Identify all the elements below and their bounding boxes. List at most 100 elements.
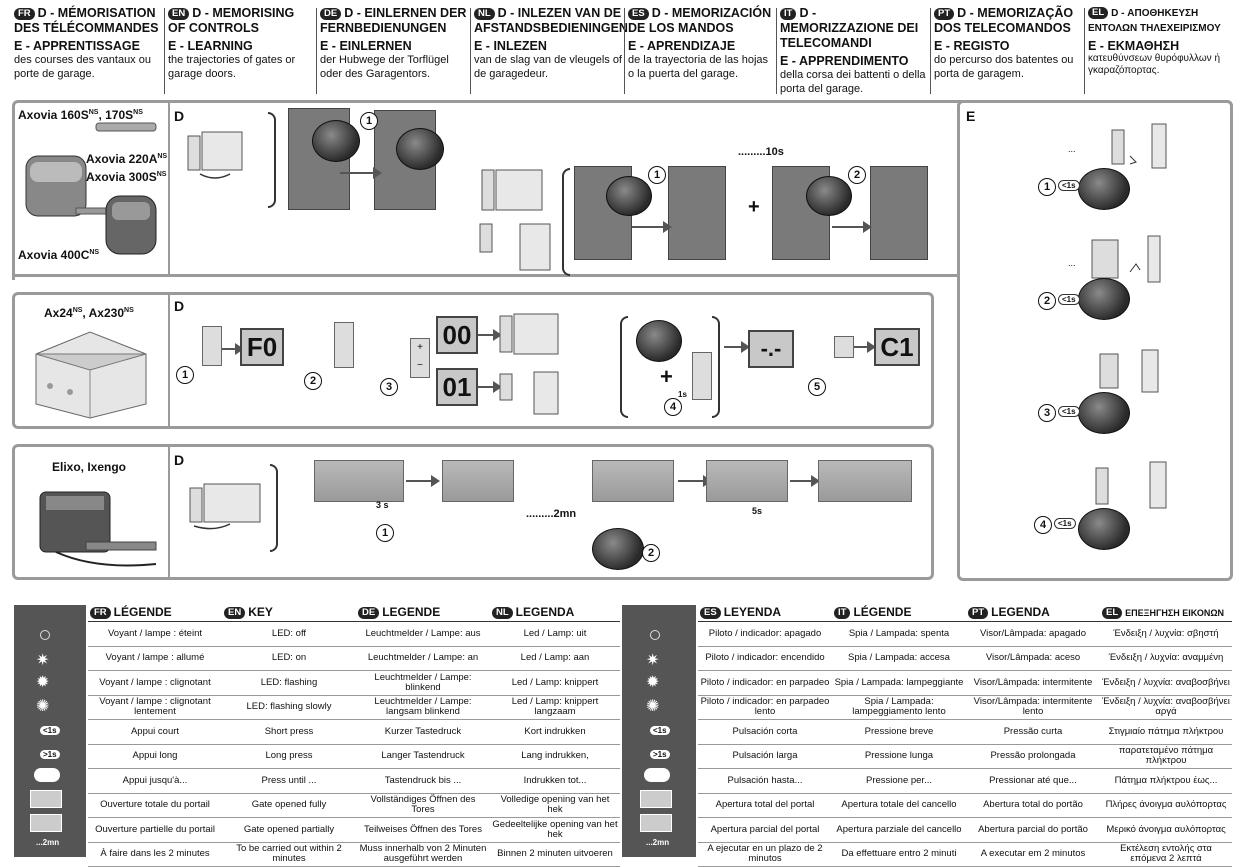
table-cell: Kort indrukken bbox=[490, 719, 620, 745]
remote-control-icon bbox=[592, 528, 644, 570]
lang-tag-it: IT bbox=[780, 8, 797, 20]
table-cell: Leuchtmelder / Lampe: an bbox=[356, 646, 490, 671]
brace bbox=[712, 316, 720, 418]
legend-header: LEYENDA bbox=[723, 605, 782, 619]
table-cell: Voyant / lampe : clignotant bbox=[88, 670, 222, 696]
table-row: Pulsación hasta...Pressione per...Pressi… bbox=[698, 768, 1232, 794]
header-d-title-it: D - MEMORIZZAZIONE DEI TELECOMANDI bbox=[780, 6, 919, 50]
product-axovia-160-170: Axovia 160SNS, 170SNS bbox=[18, 108, 143, 122]
table-cell: Pressione breve bbox=[832, 719, 966, 745]
plus-sign: + bbox=[748, 196, 760, 218]
arrow-icon bbox=[340, 167, 382, 179]
table-cell: Visor/Lâmpada: intermitente bbox=[966, 670, 1100, 696]
plus-minus-button-icon: +− bbox=[410, 338, 430, 378]
header-divider bbox=[930, 8, 931, 94]
header-e-title-es: E - APRENDIZAJE bbox=[628, 39, 736, 53]
gate-fully-open-icon bbox=[640, 790, 672, 808]
gate-closing-icon bbox=[1111, 123, 1167, 169]
section-e-label: E bbox=[966, 108, 976, 124]
table-cell: Led / Lamp: knippert langzaam bbox=[490, 695, 620, 720]
table-cell: Piloto / indicador: en parpadeo lento bbox=[698, 695, 832, 720]
control-board bbox=[818, 460, 912, 502]
elixo-divider bbox=[168, 447, 170, 577]
table-cell: Spia / Lampada: accesa bbox=[832, 646, 966, 671]
short-press-icon: <1s bbox=[40, 726, 60, 735]
table-cell: Lang indrukken, bbox=[490, 744, 620, 769]
table-cell: Pulsación corta bbox=[698, 719, 832, 745]
table-cell: Ένδειξη / λυχνία: αναμμένη bbox=[1100, 646, 1232, 671]
press-less-1s: <1s bbox=[1058, 294, 1080, 305]
press-1s-label: 1s bbox=[678, 390, 687, 399]
table-cell: Gate opened partially bbox=[222, 817, 356, 843]
table-cell: Press until ... bbox=[222, 768, 356, 794]
product-axovia-300s: Axovia 300SNS bbox=[86, 170, 167, 184]
led-off-icon bbox=[650, 630, 660, 640]
header-divider bbox=[776, 8, 777, 94]
arrow-icon bbox=[478, 329, 502, 341]
arrow-icon bbox=[632, 221, 672, 233]
lang-tag-en: EN bbox=[168, 8, 190, 20]
header-d-title-fr: D - MÉMORISATION DES TÉLÉCOMMANDES bbox=[14, 6, 159, 35]
led-on-icon: ✷ bbox=[36, 652, 50, 669]
remote-control-icon bbox=[636, 320, 682, 362]
arrow-icon bbox=[406, 475, 440, 487]
gate-open-fully-icon bbox=[189, 483, 261, 530]
legend-header: KEY bbox=[248, 605, 273, 619]
timing-10s: .........10s bbox=[738, 146, 784, 158]
led-flashing-slowly-icon: ✺ bbox=[646, 698, 660, 715]
table-cell: Piloto / indicador: encendido bbox=[698, 646, 832, 671]
long-press-icon: >1s bbox=[40, 750, 60, 759]
table-cell: Visor/Lâmpada: apagado bbox=[966, 621, 1100, 647]
step-number: 4 bbox=[664, 398, 682, 416]
table-cell: Visor/Lâmpada: aceso bbox=[966, 646, 1100, 671]
led-flashing-icon: ✹ bbox=[36, 674, 50, 691]
table-cell: Tastendruck bis ... bbox=[356, 768, 490, 794]
table-cell: Led / Lamp: uit bbox=[490, 621, 620, 647]
table-row: Appui jusqu'à...Press until ...Tastendru… bbox=[88, 768, 620, 794]
header-d-title-pt: D - MEMORIZAÇÃO DOS TELECOMANDOS bbox=[934, 6, 1074, 35]
table-cell: Piloto / indicador: apagado bbox=[698, 621, 832, 647]
ellipsis: ... bbox=[1068, 144, 1076, 154]
table-cell: LED: on bbox=[222, 646, 356, 671]
header-e-text-en: the trajectories of gates or garage door… bbox=[168, 54, 296, 80]
header-e-text-nl: van de slag van de vleugels of de garage… bbox=[474, 54, 622, 80]
table-cell: Voyant / lampe : clignotant lentement bbox=[88, 695, 222, 720]
table-cell: Langer Tastendruck bbox=[356, 744, 490, 769]
table-cell: Στιγμιαίο πάτημα πλήκτρου bbox=[1100, 719, 1232, 745]
short-press-icon: <1s bbox=[650, 726, 670, 735]
table-cell: Spia / Lampada: lampeggiante bbox=[832, 670, 966, 696]
header-e-title-de: E - EINLERNEN bbox=[320, 39, 412, 53]
table-cell: LED: flashing bbox=[222, 670, 356, 696]
gate-closing-icon bbox=[1099, 349, 1159, 393]
remote-control-icon bbox=[1078, 392, 1130, 434]
table-cell: Leuchtmelder / Lampe: blinkend bbox=[356, 670, 490, 696]
table-cell: Apertura totale del cancello bbox=[832, 793, 966, 818]
table-cell: Vollständiges Öffnen des Tores bbox=[356, 793, 490, 818]
display-01: 01 bbox=[436, 368, 478, 406]
press-less-1s: <1s bbox=[1058, 406, 1080, 417]
header-e-title-fr: E - APPRENTISSAGE bbox=[14, 39, 140, 53]
header-d-title-es: D - MEMORIZACIÓN DE LOS MANDOS bbox=[628, 6, 772, 35]
control-board bbox=[870, 166, 928, 260]
table-cell: Πάτημα πλήκτρου έως... bbox=[1100, 768, 1232, 794]
timing-2mn: .........2mn bbox=[526, 508, 577, 520]
press-3s-label: 3 s bbox=[376, 500, 389, 510]
long-press-icon: >1s bbox=[650, 750, 670, 759]
lang-tag-el: EL bbox=[1088, 7, 1109, 19]
step-number: 1 bbox=[360, 112, 378, 130]
table-cell: Gedeeltelijke opening van het hek bbox=[490, 817, 620, 843]
table-cell: παρατεταμένο πάτημα πλήκτρου bbox=[1100, 744, 1232, 769]
display-dash: -.- bbox=[748, 330, 794, 368]
arrow-icon bbox=[832, 221, 872, 233]
table-cell: Long press bbox=[222, 744, 356, 769]
